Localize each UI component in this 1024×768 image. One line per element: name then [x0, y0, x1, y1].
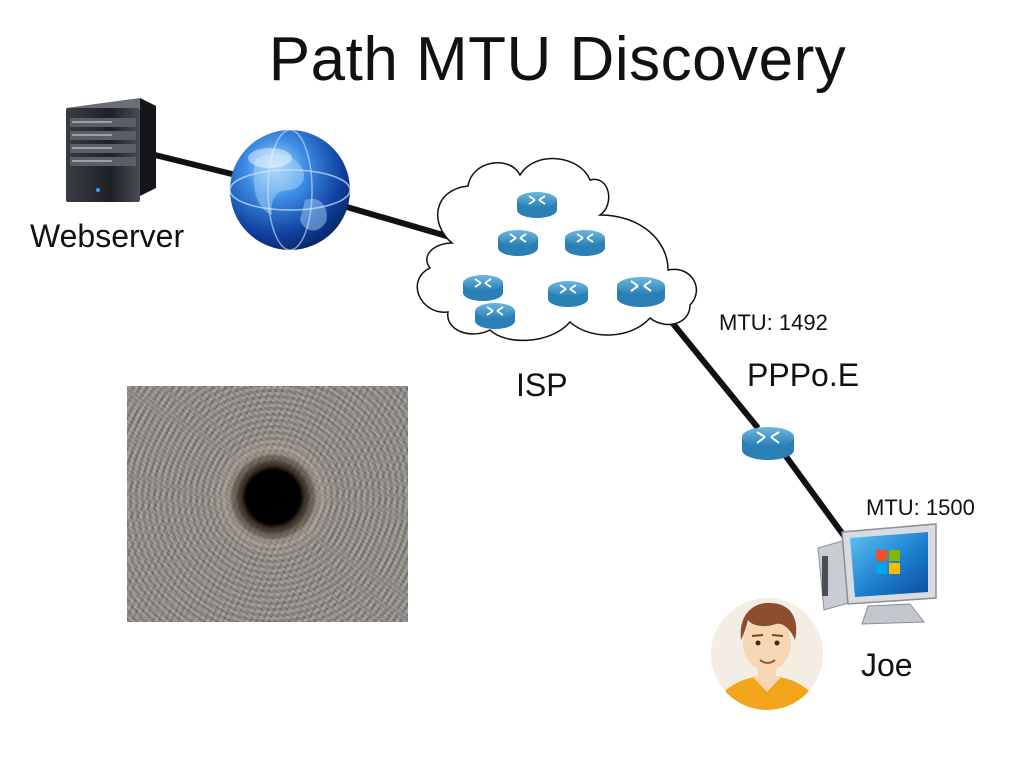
- black-hole-image: [127, 386, 408, 622]
- server-icon: [66, 98, 156, 202]
- router-icon: [548, 281, 588, 307]
- mtu-isp-label: MTU: 1492: [719, 310, 828, 335]
- link-isp-pppoe-router: [667, 318, 761, 430]
- page-title: Path MTU Discovery: [268, 25, 847, 94]
- router-icon: [498, 230, 538, 256]
- pppoe-router-icon: [742, 427, 794, 460]
- router-icon: [463, 275, 503, 301]
- router-icon: [617, 277, 665, 307]
- router-icon: [565, 230, 605, 256]
- globe-icon: [229, 129, 351, 251]
- webserver-label: Webserver: [30, 218, 185, 254]
- avatar-icon: [711, 598, 823, 710]
- link-server-globe: [154, 152, 241, 179]
- link-globe-isp: [339, 202, 451, 240]
- router-icon: [475, 303, 515, 329]
- mtu-joe-label: MTU: 1500: [866, 495, 975, 520]
- cloud-icon: [416, 157, 698, 342]
- router-icon: [517, 192, 557, 218]
- router-icons: [463, 192, 794, 460]
- pppoe-label: PPPo.E: [747, 357, 860, 393]
- isp-label: ISP: [516, 367, 568, 403]
- computer-icon: [817, 523, 937, 625]
- joe-label: Joe: [861, 647, 913, 683]
